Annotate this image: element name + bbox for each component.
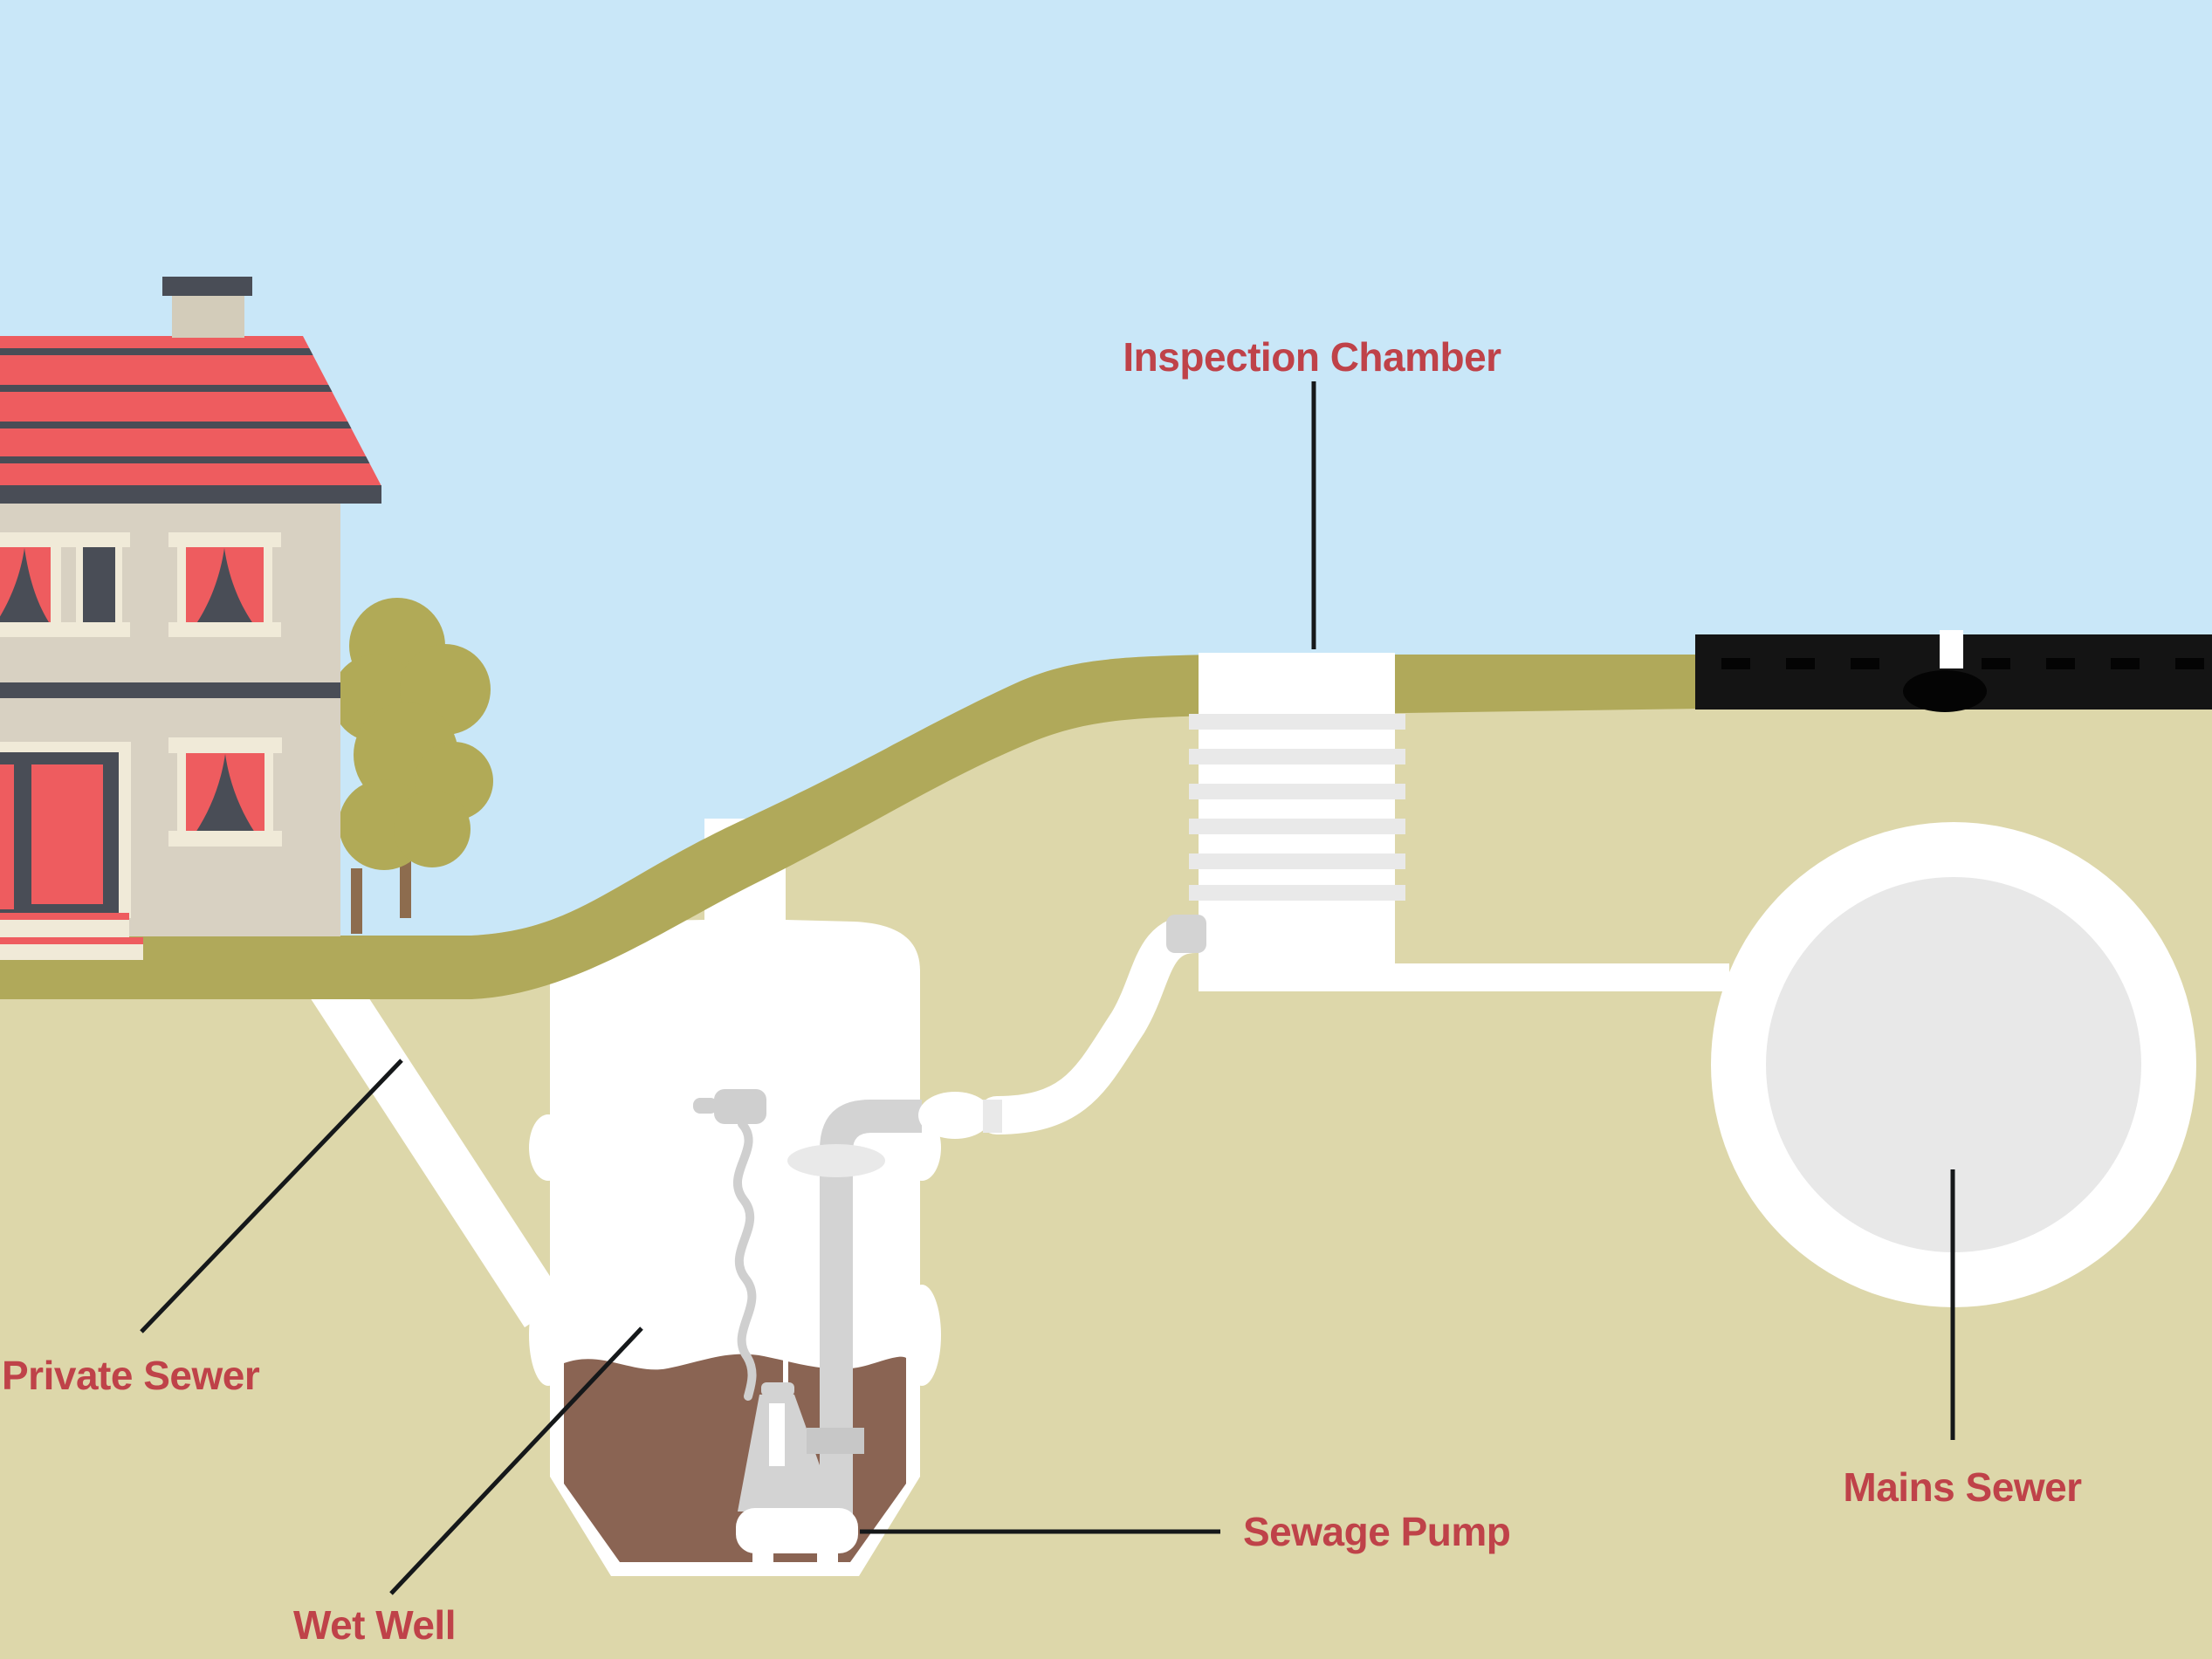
window-pane xyxy=(83,545,115,625)
road xyxy=(1695,630,2212,712)
floor-divider-band xyxy=(0,682,340,698)
step-tread xyxy=(0,944,143,960)
label-sewage-pump: Sewage Pump xyxy=(1243,1509,1510,1554)
tree-foliage xyxy=(394,791,471,867)
leader-wet-well xyxy=(389,1327,643,1595)
window-upper-left xyxy=(0,532,72,637)
chamber-rib xyxy=(1189,749,1405,764)
outfall-pipe xyxy=(1392,963,1729,991)
window-jamb xyxy=(51,541,61,625)
rising-main-hose xyxy=(978,915,1215,1135)
label-inspection-chamber: Inspection Chamber xyxy=(1123,334,1501,380)
window-sill xyxy=(0,622,72,637)
window-sill xyxy=(69,622,130,637)
window-jamb xyxy=(76,545,83,625)
window-jamb xyxy=(177,545,186,625)
label-private-sewer: Private Sewer xyxy=(2,1353,260,1398)
window-sill xyxy=(168,831,282,847)
pump-motor-cap xyxy=(761,1382,794,1396)
pump-foot xyxy=(817,1550,838,1576)
mains-sewer xyxy=(1711,822,2196,1307)
private-sewer-pipe xyxy=(289,938,566,1327)
float-switch-cable xyxy=(783,1248,788,1401)
window-lintel xyxy=(0,532,72,547)
manhole-riser-top xyxy=(1940,630,1963,668)
power-cable-plug xyxy=(714,1089,766,1124)
tree xyxy=(332,598,493,934)
curtain-gap xyxy=(196,754,255,833)
tank-outlet-fitting xyxy=(918,1092,992,1139)
roof-stripe xyxy=(0,422,381,428)
window-upper-narrow xyxy=(69,532,130,637)
chamber-inlet-elbow xyxy=(1166,915,1206,953)
window-jamb xyxy=(264,545,272,625)
window-upper-right xyxy=(168,532,281,637)
sewage-pump-assembly xyxy=(693,1089,922,1576)
door-steps xyxy=(0,913,143,960)
hose-coupling xyxy=(983,1100,1002,1133)
window-sill xyxy=(168,622,281,637)
label-wet-well: Wet Well xyxy=(293,1602,456,1648)
pump-motor-slot xyxy=(769,1403,785,1466)
house xyxy=(0,277,381,960)
window-ground xyxy=(168,737,282,847)
door-leaf-right xyxy=(31,764,103,904)
door-leaf-left xyxy=(0,764,14,909)
step-tread xyxy=(0,920,129,937)
chimney-cap xyxy=(162,277,252,296)
road-dash xyxy=(1851,658,1879,669)
labels: Inspection Chamber Private Sewer Wet Wel… xyxy=(2,334,2083,1648)
chamber-rib xyxy=(1189,819,1405,834)
road-dash xyxy=(1982,658,2010,669)
power-cable xyxy=(733,1120,757,1401)
curtain-gap xyxy=(196,548,254,625)
manhole-cover-shadow xyxy=(1903,670,1987,712)
pump-motor-cone xyxy=(738,1395,836,1512)
road-dash xyxy=(1721,658,1750,669)
window-jamb xyxy=(115,545,122,625)
pipe-coupling xyxy=(807,1428,864,1454)
window-lintel xyxy=(168,532,281,547)
curtain-gap xyxy=(0,548,51,625)
road-dash xyxy=(2175,658,2204,669)
leader-lines xyxy=(140,381,1955,1595)
step-edge xyxy=(0,913,129,920)
leader-private-sewer xyxy=(140,1059,403,1333)
mains-sewer-bore xyxy=(1766,877,2141,1252)
step-edge xyxy=(0,937,143,944)
pump-body xyxy=(736,1508,858,1553)
window-lintel xyxy=(69,532,130,547)
power-cable-plug-stub xyxy=(693,1098,718,1114)
road-dash xyxy=(1786,658,1815,669)
chamber-rib xyxy=(1189,784,1405,799)
window-jamb xyxy=(177,751,186,833)
pump-foot xyxy=(752,1550,773,1576)
road-dash xyxy=(2111,658,2140,669)
inspection-chamber xyxy=(1166,653,1729,991)
label-mains-sewer: Mains Sewer xyxy=(1843,1464,2082,1510)
roof-stripe xyxy=(0,348,381,355)
chamber-rib xyxy=(1189,853,1405,869)
roof-stripe xyxy=(0,456,381,463)
pipe-flange-disc xyxy=(787,1144,885,1177)
roof-stripe xyxy=(0,385,381,392)
rising-main xyxy=(918,915,1215,1139)
front-door xyxy=(0,742,131,918)
window-jamb xyxy=(264,751,273,833)
window-lintel xyxy=(168,737,282,753)
road-dash xyxy=(2046,658,2075,669)
chimney-body xyxy=(172,293,244,338)
chamber-rib xyxy=(1189,885,1405,901)
chamber-rib xyxy=(1189,714,1405,730)
tree-trunk-left xyxy=(351,868,362,934)
eave-band xyxy=(0,485,381,504)
